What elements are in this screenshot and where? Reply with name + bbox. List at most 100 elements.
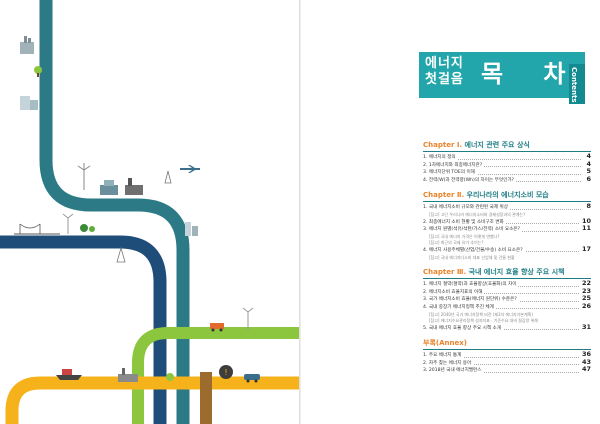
airplane-icon: [180, 165, 200, 173]
toc-entry-label: 3. 에너지 원별(석유/석탄/가스/전력) 소비 요소은?: [423, 227, 522, 233]
ship-icon: [56, 369, 82, 380]
toc-entry[interactable]: 1. 주요 에너지 통계 36: [423, 350, 591, 360]
toc-page-number: 23: [579, 286, 591, 296]
toc-entry[interactable]: 4. 전력(W)과 전력량(Wh)의 차이는 무엇인가? 6: [423, 174, 591, 185]
toc-entry-label: 2. 최종에너지 소비 현황 및 소비구조 변화: [423, 219, 506, 225]
book-subtitle: 에너지 첫걸음: [425, 56, 464, 88]
leader-dots: [423, 158, 581, 160]
book-spine: [299, 0, 301, 424]
toc-entry[interactable]: 3. 에너지 원별(석유/석탄/가스/전력) 소비 요소은? 11: [423, 224, 591, 234]
toc-entry[interactable]: 3. 2018년 국내 에너지밸런스 47: [423, 365, 591, 375]
toc-note: [참고] 에너지수요관리정책 성과지표 · 기준수요 대비 절감량 위해: [429, 318, 538, 324]
wind-turbine-icon: [77, 163, 91, 190]
wind-turbine-icon: [242, 307, 254, 330]
toc-entry-label: 3. 에너지단위 TOE의 이해: [423, 170, 477, 176]
toc-entry[interactable]: 2. 에너지소비 효율지표의 이해 23: [423, 286, 591, 297]
hydro-dam-icon: [100, 180, 118, 195]
chapter-title-text: 부록(Annex): [423, 339, 467, 348]
toc-page-number: 22: [579, 279, 591, 288]
truck-icon: [210, 323, 224, 332]
toc-entry[interactable]: 1. 에너지 절약(절약)과 효율향상(효율화)의 차이 22: [423, 279, 591, 289]
subtitle-line-1: 에너지: [425, 56, 464, 71]
page-title: 목 차: [481, 60, 582, 88]
toc-entry[interactable]: 2. 최종에너지 소비 현황 및 소비구조 변화 10: [423, 216, 591, 227]
toc-entry-label: 2. 에너지소비 효율지표의 이해: [423, 289, 485, 295]
leader-dots: [423, 166, 581, 168]
tree-icon: [80, 224, 95, 232]
teal-line: [39, 0, 190, 424]
toc-page-number: 17: [579, 244, 591, 254]
toc-entry[interactable]: 4. 국내 중장기 에너지정책 추진 체계 26: [423, 301, 591, 312]
chapter-title[interactable]: Chapter Ⅰ. 에너지 관련 주요 상식: [423, 140, 591, 152]
lightbulb-icon: [219, 365, 233, 379]
wind-turbine-icon: [62, 213, 74, 234]
factory-icon: [118, 368, 138, 382]
toc-entry-label: 2. 1차에너지와 최종에너지란?: [423, 162, 485, 168]
toc-entry-label: 1. 에너지 절약(절약)과 효율향상(효율화)의 차이: [423, 282, 519, 288]
chapter-title[interactable]: 부록(Annex): [423, 338, 591, 351]
toc-page-number: 6: [584, 174, 591, 184]
power-tower-icon: [164, 170, 172, 184]
toc-note: [참고] 최근의 국제 유가 추이는?: [429, 240, 484, 246]
tree-icon: [34, 66, 42, 77]
orange-line: [5, 376, 300, 424]
toc-note: [참고] 국내 에너지다소비 대표 산업체 및 건물 현황: [429, 254, 515, 260]
tree-icon: [166, 373, 174, 381]
toc-entry-label: 3. 국가 에너지소비 효율(에너지 원단위) 수준은?: [423, 297, 519, 303]
city-icon: [185, 222, 198, 236]
cover-illustration: !: [0, 0, 300, 424]
toc-note: [참고] 2040년 국가 에너지정책 비전 (제3차 에너지기본계획): [429, 311, 533, 317]
toc-page-number: 4: [584, 159, 591, 169]
toc-page-number: 47: [579, 365, 591, 375]
toc-entry[interactable]: 2. 1차에너지와 최종에너지란? 4: [423, 159, 591, 170]
toc-page-number: 8: [584, 202, 591, 211]
toc-entry[interactable]: 4. 에너지 사용주체별(산업/건물/수송) 소비 요소은? 17: [423, 244, 591, 255]
toc-entry-label: 2. 자주 찾는 에너지 용어: [423, 360, 474, 366]
chapter-title[interactable]: Chapter Ⅲ. 국내 에너지 효율 향상 주요 시책: [423, 267, 591, 280]
toc-page-number: 5: [584, 167, 591, 176]
contents-side-tab: Contents: [569, 64, 585, 104]
electric-car-icon: [244, 374, 260, 383]
contents-page: 에너지 첫걸음 목 차 Contents Chapter Ⅰ. 에너지 관련 주…: [301, 0, 600, 424]
power-tower-icon: [116, 246, 126, 263]
factory-icon: [125, 178, 143, 195]
toc-entry-label: 3. 2018년 국내 에너지밸런스: [423, 368, 484, 374]
toc-entry[interactable]: 3. 에너지단위 TOE의 이해 5: [423, 167, 591, 177]
toc-entry-label: 5. 국내 에너지 효율 향상 주요 시책 소개: [423, 325, 503, 331]
toc-entry[interactable]: 3. 국가 에너지소비 효율(에너지 원단위) 수준은?25: [423, 295, 591, 304]
chapter-label: Chapter Ⅱ.: [423, 191, 465, 200]
toc-entry-label: 4. 국내 중장기 에너지정책 추진 체계: [423, 304, 496, 310]
chapter-title[interactable]: Chapter Ⅱ. 우리나라의 에너지소비 모습: [423, 190, 591, 203]
toc-entry-label: 1. 주요 에너지 통계: [423, 353, 464, 359]
navy-line: [0, 235, 167, 424]
toc-page-number: 11: [579, 224, 591, 233]
toc-entry-label: 4. 전력(W)과 전력량(Wh)의 차이는 무엇인가?: [423, 177, 516, 183]
chapter-title-text: 우리나라의 에너지소비 모습: [466, 191, 549, 200]
toc-entry-label: 4. 에너지 사용주체별(산업/건물/수송) 소비 요소은?: [423, 247, 525, 253]
leader-dots: [423, 308, 581, 310]
toc-note: [참고] 국내 에너지 가격은 어떻게 변했나?: [429, 233, 500, 239]
toc-page-number: 36: [579, 350, 591, 359]
toc-page-number: 4: [584, 152, 591, 161]
toc-page-number: 26: [579, 301, 591, 311]
toc-header: 에너지 첫걸음 목 차: [419, 52, 585, 98]
building-icon: [20, 96, 38, 110]
contents-side-tab-label: Contents: [570, 67, 578, 103]
toc-page-number: 10: [579, 216, 591, 226]
chapter-title-text: 국내 에너지 효율 향상 주요 시책: [468, 268, 565, 277]
energy-line-map: !: [0, 0, 300, 424]
leader-dots: [423, 293, 581, 295]
leader-dots: [423, 356, 581, 358]
chapter-title-text: 에너지 관련 주요 상식: [464, 141, 530, 149]
subtitle-line-2: 첫걸음: [425, 72, 464, 87]
svg-text:!: !: [224, 368, 227, 377]
